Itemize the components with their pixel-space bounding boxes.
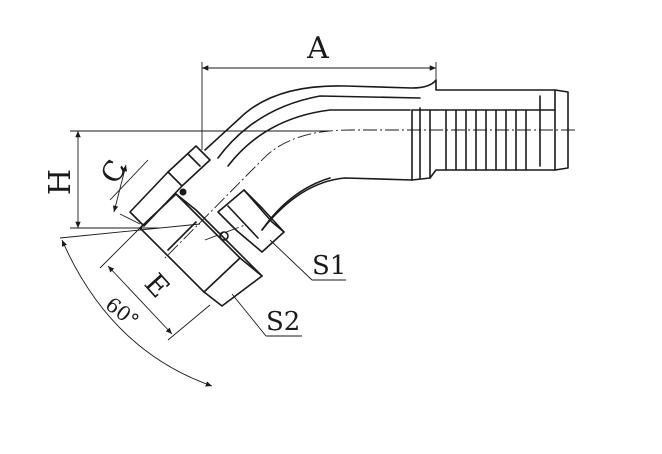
label-s1: S1 [312, 251, 346, 281]
sealing-nose [129, 145, 211, 227]
label-c: C [94, 154, 133, 188]
dimension-c: C [94, 154, 149, 225]
barb-rings [411, 89, 556, 181]
dimension-a: A [201, 31, 437, 150]
hose-tail [204, 79, 569, 231]
dimension-h: H [43, 130, 330, 229]
hex-nut-s1 [217, 189, 285, 253]
seal-point [179, 188, 187, 196]
locking-hole [219, 231, 229, 241]
label-s2: S2 [266, 307, 300, 337]
angle-60: 60° [59, 223, 213, 387]
dimension-e: E [99, 227, 211, 341]
label-angle: 60° [101, 292, 144, 333]
label-e: E [138, 267, 176, 304]
centerlines [164, 129, 575, 259]
callout-s1: S1 [269, 239, 346, 281]
label-h: H [43, 169, 78, 195]
label-a: A [306, 31, 329, 66]
callout-s2: S2 [231, 293, 302, 337]
